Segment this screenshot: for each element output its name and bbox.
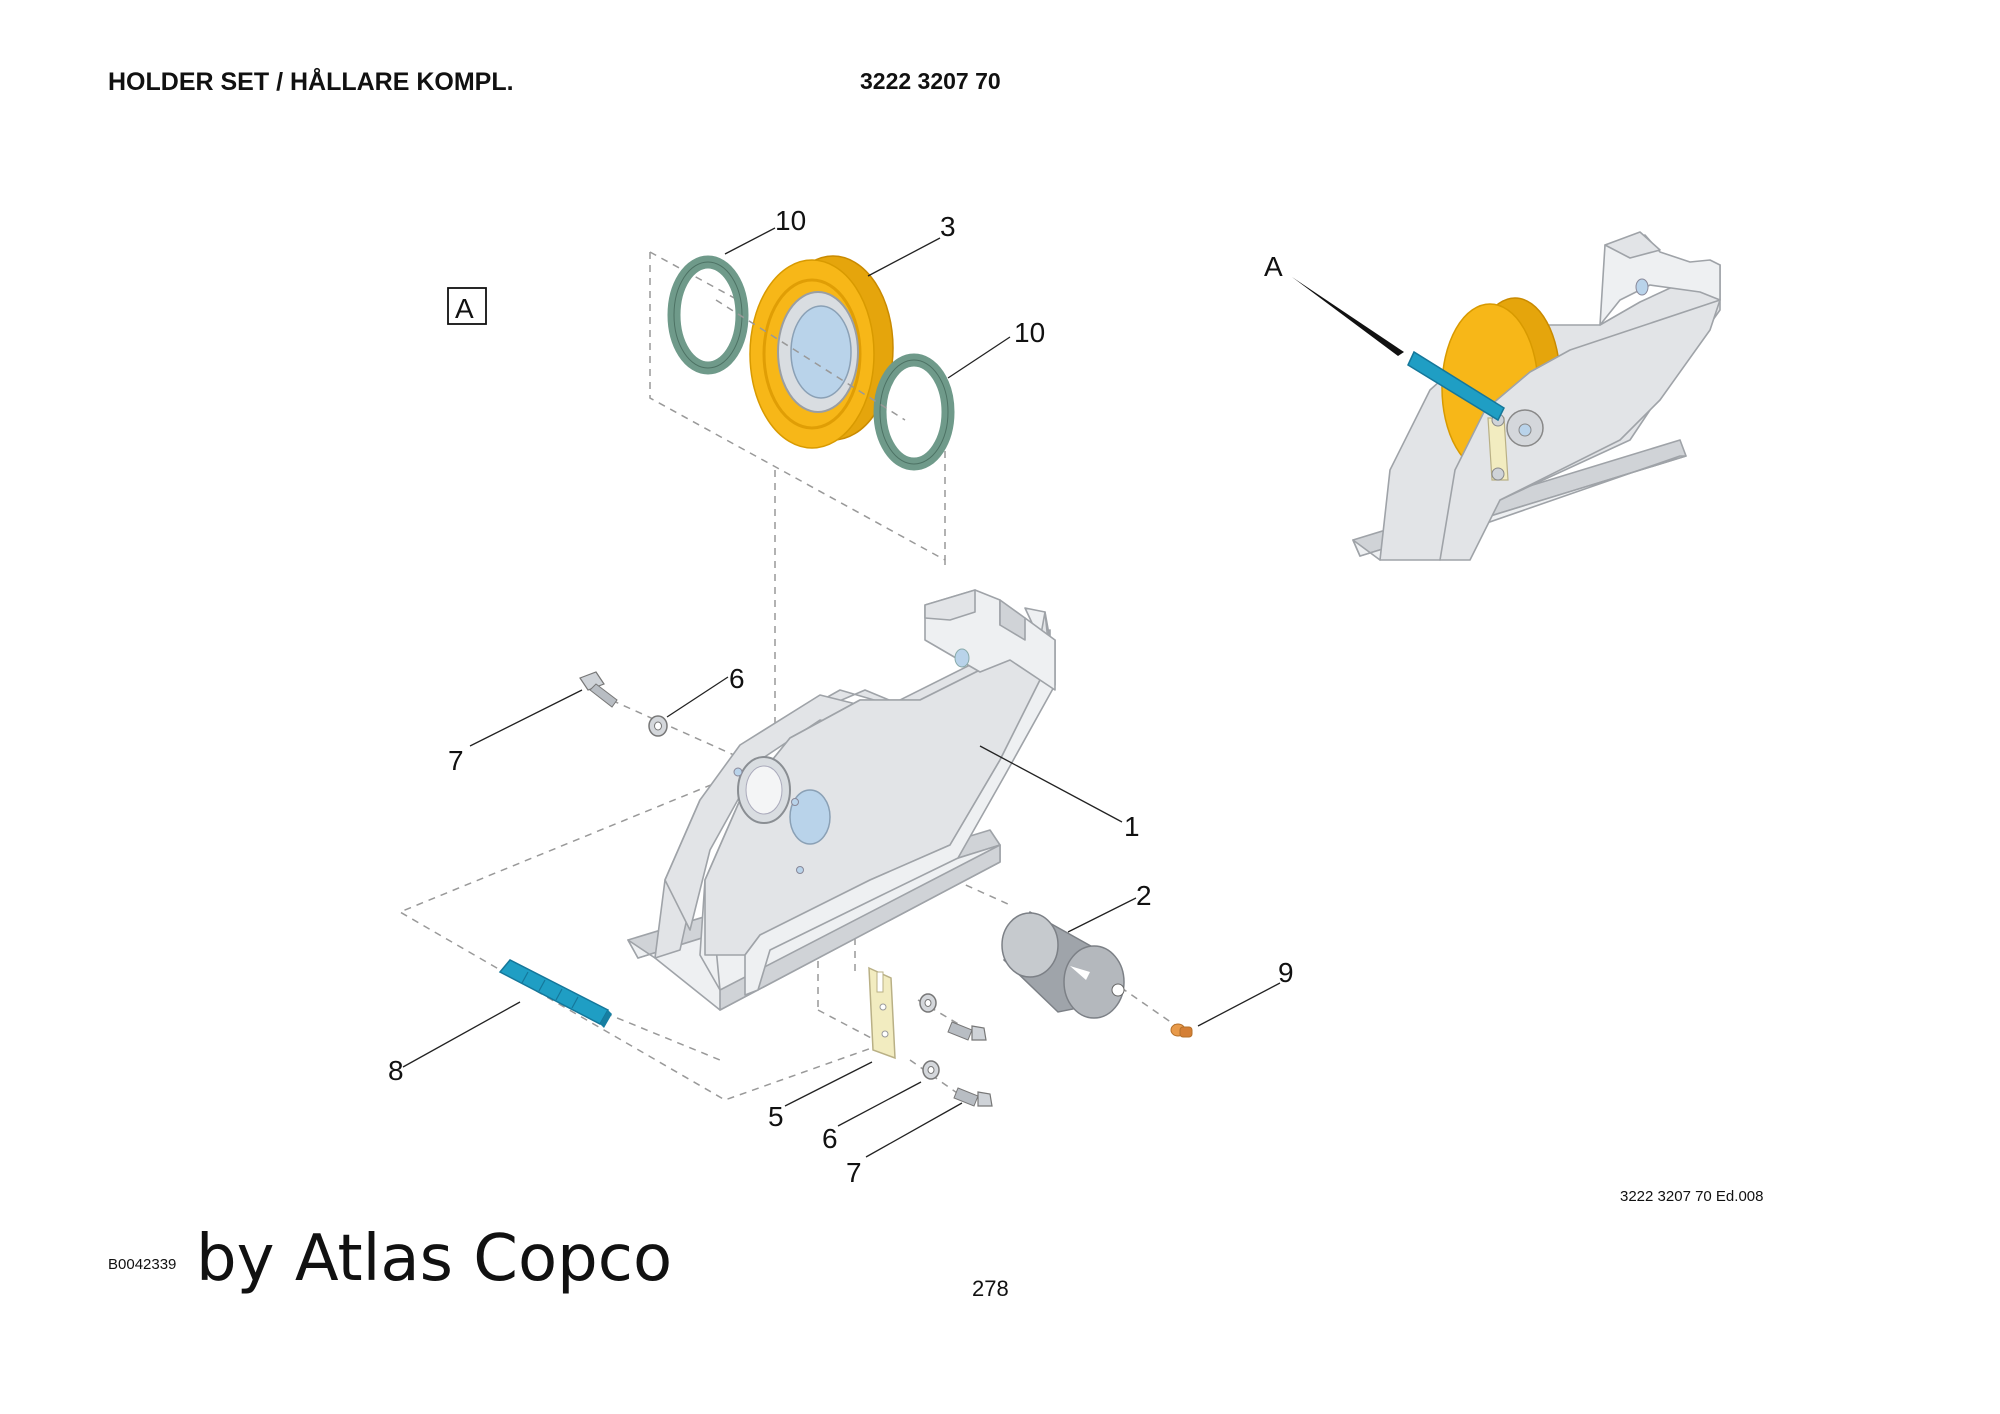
callout-9: 9 [1278, 957, 1294, 988]
detail-box-label: A [455, 293, 474, 324]
callout-1: 1 [1124, 811, 1140, 842]
washer-mid [919, 993, 937, 1013]
washer-lower [922, 1060, 940, 1080]
callout-numbers: 1 2 3 5 6 6 7 7 8 9 10 10 [388, 205, 1294, 1188]
callout-10-upper: 10 [775, 205, 806, 236]
bolt-lower [953, 1087, 993, 1107]
callout-3: 3 [940, 211, 956, 242]
pulley-wheel [749, 255, 894, 449]
holder-housing [627, 589, 1056, 1011]
callout-7-lower: 7 [846, 1157, 862, 1188]
leader-lines [402, 227, 1281, 1158]
detail-view-assembled [1352, 231, 1721, 561]
callout-6-upper: 6 [729, 663, 745, 694]
bolt-upper [579, 671, 618, 708]
part-number: 3222 3207 70 [860, 68, 1001, 94]
bolt-mid [947, 1021, 987, 1041]
edition-label: 3222 3207 70 Ed.008 [1620, 1188, 1764, 1205]
image-code: B0042339 [108, 1256, 177, 1273]
page-title: HOLDER SET / HÅLLARE KOMPL. [108, 68, 514, 96]
detail-pointer-label: A [1264, 251, 1283, 282]
callout-5: 5 [768, 1101, 784, 1132]
axle [1001, 910, 1125, 1019]
washer-upper [648, 715, 668, 737]
callout-2: 2 [1136, 880, 1152, 911]
seal-ring-right [873, 353, 955, 471]
callout-10-right: 10 [1014, 317, 1045, 348]
page-number: 278 [972, 1276, 1009, 1301]
detail-box [447, 287, 487, 325]
grease-nipple [1170, 1023, 1193, 1038]
callout-6-lower: 6 [822, 1123, 838, 1154]
seal-ring-left [667, 255, 749, 375]
callout-8: 8 [388, 1055, 404, 1086]
byline: by Atlas Copco [196, 1222, 673, 1296]
detail-pointer-arrow [1292, 277, 1404, 356]
callout-7-upper: 7 [448, 745, 464, 776]
locking-bracket [868, 966, 896, 1060]
pin [498, 959, 612, 1028]
